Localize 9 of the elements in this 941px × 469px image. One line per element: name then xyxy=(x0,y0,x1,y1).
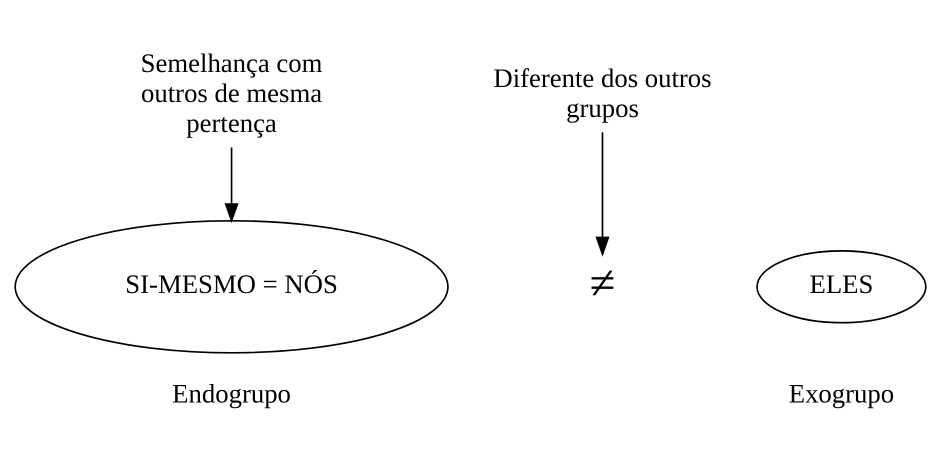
node-text: ≠ xyxy=(590,256,616,309)
node-ellipse: SI-MESMO = NÓS xyxy=(14,219,449,354)
node-ellipse: ELES xyxy=(756,250,927,324)
node-text: Diferente dos outros grupos xyxy=(493,62,712,122)
node-label: Exogrupo xyxy=(788,378,894,408)
arrow xyxy=(224,146,239,223)
node-text: Semelhança com outros de mesma pertença xyxy=(140,47,322,138)
node-label: Endogrupo xyxy=(172,378,291,408)
arrow xyxy=(595,132,610,256)
